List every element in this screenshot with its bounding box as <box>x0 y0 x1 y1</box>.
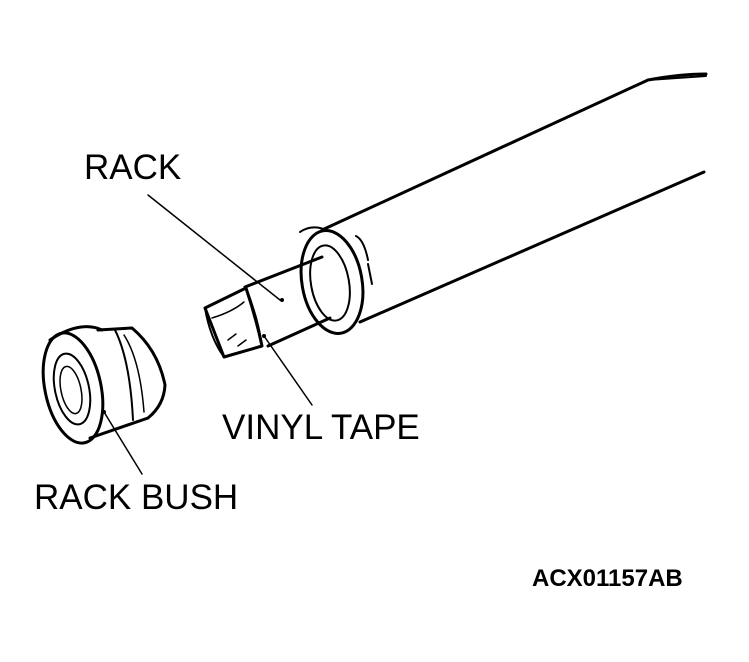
housing-flange <box>293 226 372 339</box>
gear-housing <box>322 74 706 322</box>
vinyl-tape-leader-line <box>264 336 312 405</box>
rack-label: RACK <box>84 148 182 187</box>
rack-bush <box>34 327 165 449</box>
figure-code: ACX01157AB <box>532 565 683 592</box>
rack-leader-line <box>148 195 280 300</box>
rack-bush-label: RACK BUSH <box>34 478 239 517</box>
rack-bush-leader-line <box>104 412 142 474</box>
vinyl-tape-label: VINYL TAPE <box>222 408 420 447</box>
